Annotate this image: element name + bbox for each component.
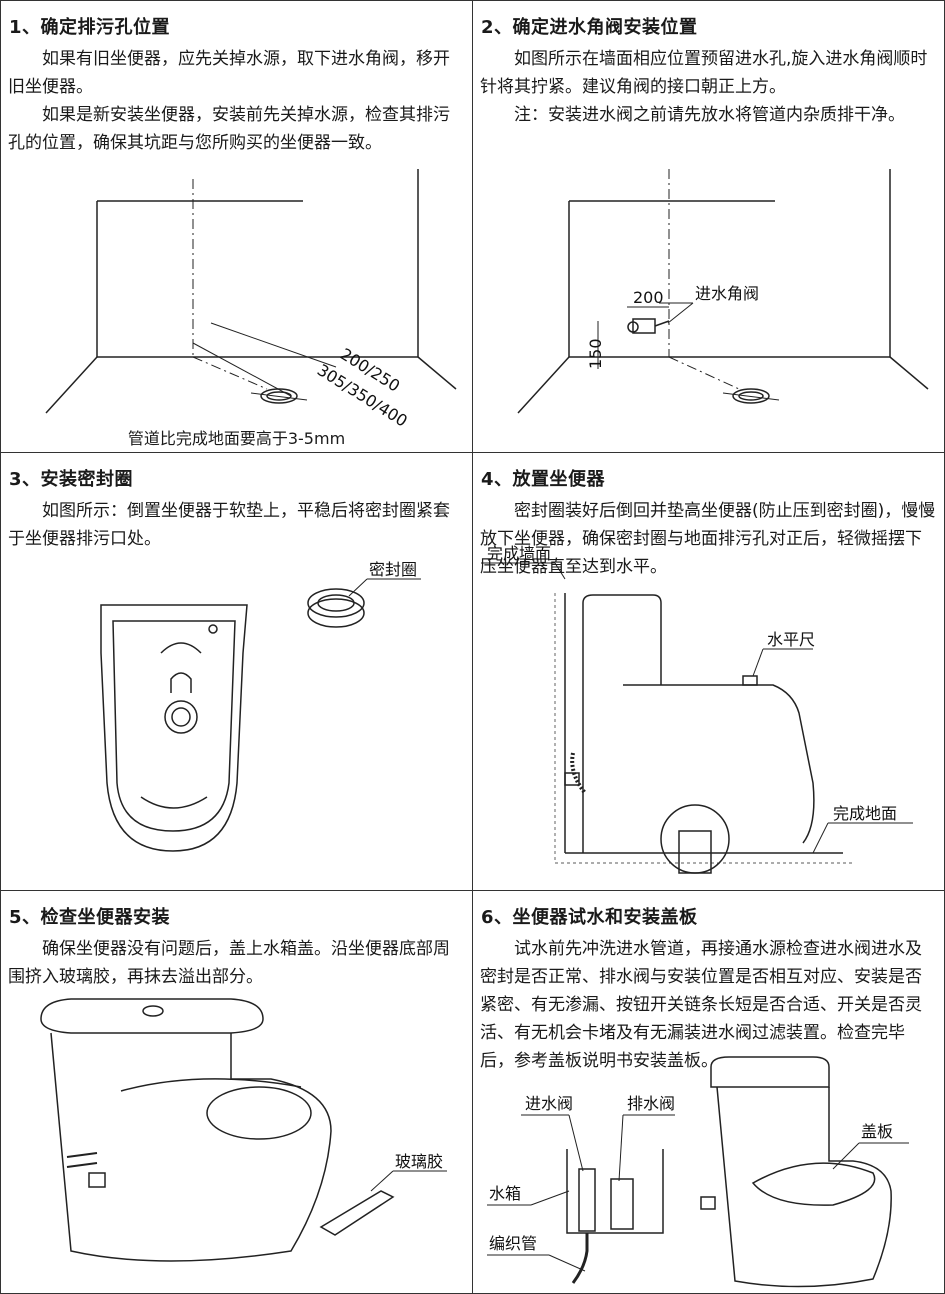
glue-label: 玻璃胶	[395, 1152, 443, 1171]
inlet-label: 进水阀	[525, 1094, 573, 1113]
drain-label: 排水阀	[627, 1094, 675, 1113]
step-6-panel: 进水阀 排水阀 水箱 编织管 盖板 6、坐便器试水和安装盖板 试水前先冲洗进水管…	[473, 891, 945, 1294]
floor-label: 完成地面	[833, 804, 897, 823]
step-6-text: 试水前先冲洗进水管道，再接通水源检查进水阀进水及密封是否正常、排水阀与安装位置是…	[480, 935, 936, 1075]
cover-label: 盖板	[861, 1122, 893, 1141]
seal-label: 密封圈	[369, 560, 417, 579]
step-5-paragraph-1: 确保坐便器没有问题后，盖上水箱盖。沿坐便器底部周围挤入玻璃胶，再抹去溢出部分。	[8, 939, 450, 987]
dim-horizontal: 200	[633, 288, 664, 307]
step-1-panel: 200/250 305/350/400 1、确定排污孔位置 如果有旧坐便器，应先…	[1, 1, 473, 453]
step-3-text: 如图所示：倒置坐便器于软垫上，平稳后将密封圈紧套于坐便器排污口处。	[8, 497, 464, 553]
step-5-text: 确保坐便器没有问题后，盖上水箱盖。沿坐便器底部周围挤入玻璃胶，再抹去溢出部分。	[8, 935, 464, 991]
step-2-panel: 200 150 进水角阀 2、确定进水角阀安装位置 如图所示在墙面相应位置预留进…	[473, 1, 945, 453]
wall-label: 完成墙面	[487, 544, 551, 563]
hose-label: 编织管	[489, 1234, 537, 1253]
step-1-title: 1、确定排污孔位置	[9, 17, 171, 38]
step-5-title: 5、检查坐便器安装	[9, 907, 171, 928]
toilet-placement-diagram: 完成墙面 水平尺 完成地面	[481, 544, 913, 874]
seal-installation-diagram: 密封圈	[100, 560, 421, 852]
step-4-panel: 完成墙面 水平尺 完成地面 4、放置坐便器 密封圈装好后倒回并垫高坐便器(防止压…	[473, 453, 945, 891]
toilet-check-diagram: 玻璃胶	[40, 998, 447, 1262]
step-1-paragraph-1: 如果有旧坐便器，应先关掉水源，取下进水角阀，移开旧坐便器。	[8, 49, 450, 97]
step-4-title: 4、放置坐便器	[481, 469, 606, 490]
step-3-paragraph-1: 如图所示：倒置坐便器于软垫上，平稳后将密封圈紧套于坐便器排污口处。	[8, 501, 450, 549]
dim-vertical: 150	[586, 338, 605, 369]
step-2-text: 如图所示在墙面相应位置预留进水孔,旋入进水角阀顺时针将其拧紧。建议角阀的接口朝正…	[480, 45, 936, 129]
step-1-caption: 管道比完成地面要高于3-5mm	[127, 429, 346, 448]
tank-label: 水箱	[489, 1184, 521, 1203]
valve-label: 进水角阀	[695, 284, 759, 303]
step-3-title: 3、安装密封圈	[9, 469, 134, 490]
step-4-text: 密封圈装好后倒回并垫高坐便器(防止压到密封圈)，慢慢放下坐便器，确保密封圈与地面…	[480, 497, 936, 581]
step-2-paragraph-2: 注：安装进水阀之前请先放水将管道内杂质排干净。	[514, 105, 905, 125]
test-and-cover-diagram: 进水阀 排水阀 水箱 编织管 盖板	[487, 1056, 909, 1288]
step-1-paragraph-2: 如果是新安装坐便器，安装前先关掉水源，检查其排污孔的位置，确保其坑距与您所购买的…	[8, 105, 450, 153]
step-1-text: 如果有旧坐便器，应先关掉水源，取下进水角阀，移开旧坐便器。 如果是新安装坐便器，…	[8, 45, 464, 157]
step-4-paragraph-1: 密封圈装好后倒回并垫高坐便器(防止压到密封圈)，慢慢放下坐便器，确保密封圈与地面…	[480, 501, 936, 577]
valve-position-diagram: 200 150 进水角阀	[517, 169, 929, 414]
step-5-panel: 玻璃胶 5、检查坐便器安装 确保坐便器没有问题后，盖上水箱盖。沿坐便器底部周围挤…	[1, 891, 473, 1294]
drain-position-diagram: 200/250 305/350/400	[45, 169, 457, 431]
seal-ring-icon	[307, 578, 421, 628]
step-2-title: 2、确定进水角阀安装位置	[481, 17, 698, 38]
step-6-paragraph-1: 试水前先冲洗进水管道，再接通水源检查进水阀进水及密封是否正常、排水阀与安装位置是…	[480, 939, 922, 1071]
step-3-panel: 密封圈 3、安装密封圈 如图所示：倒置坐便器于软垫上，平稳后将密封圈紧套于坐便器…	[1, 453, 473, 891]
step-6-title: 6、坐便器试水和安装盖板	[481, 907, 698, 928]
level-label: 水平尺	[767, 630, 815, 649]
step-2-paragraph-1: 如图所示在墙面相应位置预留进水孔,旋入进水角阀顺时针将其拧紧。建议角阀的接口朝正…	[480, 49, 928, 97]
